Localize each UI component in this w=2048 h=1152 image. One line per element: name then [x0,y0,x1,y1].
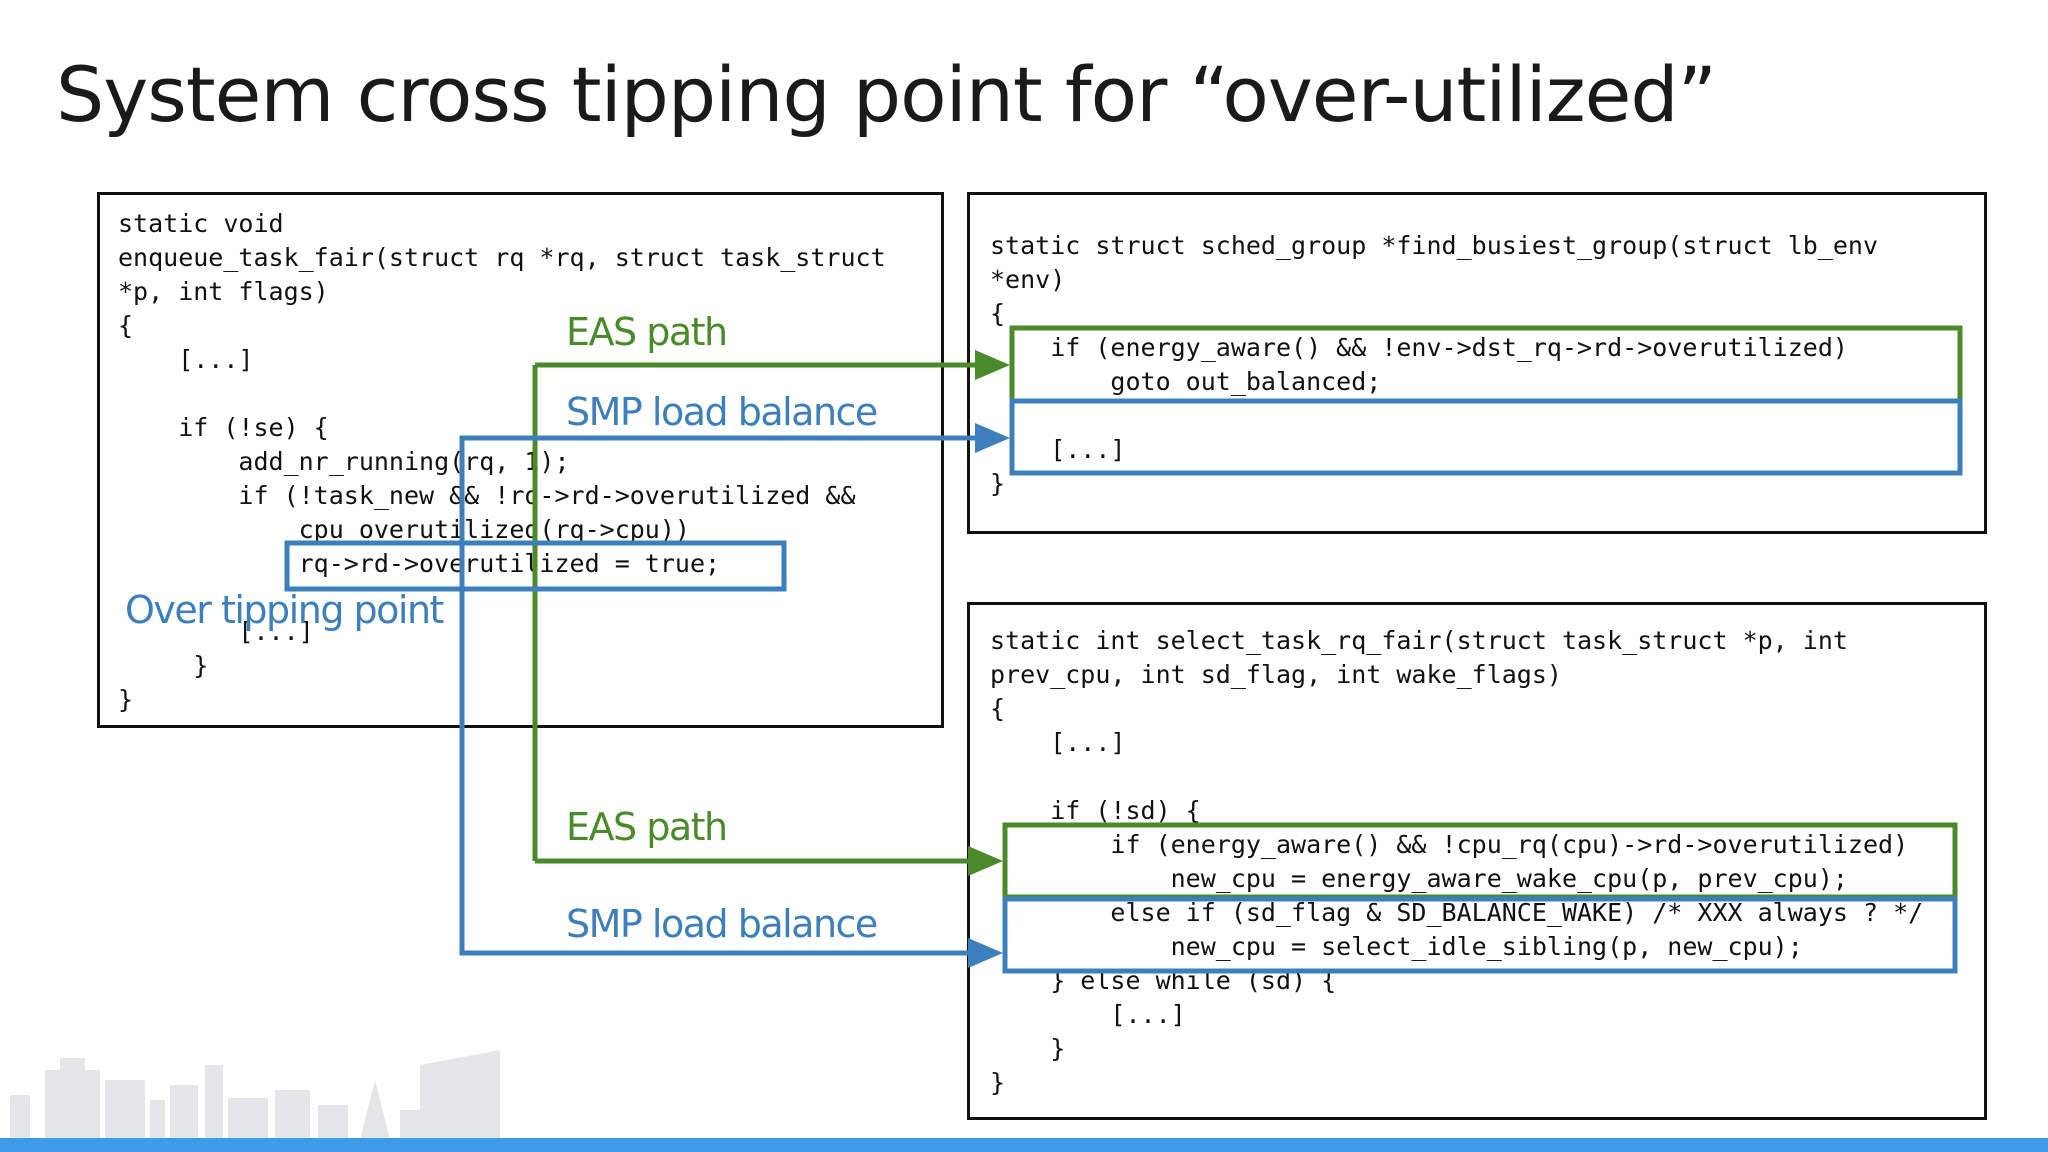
code-line: rq->rd->overutilized = true; [118,549,721,578]
select-task-rq-fair-code-box: static int select_task_rq_fair(struct ta… [967,602,1987,1120]
code-line: cpu_overutilized(rq->cpu)) [118,515,690,544]
code-line: } [990,1068,1006,1097]
code-line: static struct sched_group *find_busiest_… [990,231,1879,260]
over-tipping-point-label: Over tipping point [125,588,444,632]
code-line: { [990,694,1006,723]
footer-accent-bar [0,1138,2048,1152]
code-line: } [990,1034,1066,1063]
enqueue-task-fair-code-box: static void enqueue_task_fair(struct rq *… [97,192,944,728]
smp-load-balance-label-bottom: SMP load balance [566,902,878,946]
code-line: [...] [990,1000,1186,1029]
code-line: new_cpu = select_idle_sibling(p, new_cpu… [990,932,1803,961]
code-line: *env) [990,265,1066,294]
code-line: new_cpu = energy_aware_wake_cpu(p, prev_… [990,864,1848,893]
eas-path-label-top: EAS path [566,310,728,354]
smp-load-balance-label-top: SMP load balance [566,390,878,434]
code-line: [...] [990,728,1126,757]
code-line: else if (sd_flag & SD_BALANCE_WAKE) /* X… [990,898,1924,927]
code-line: goto out_balanced; [990,367,1382,396]
code-line: static void [118,209,284,238]
code-line: [...] [118,345,254,374]
eas-path-label-bottom: EAS path [566,805,728,849]
code-line: enqueue_task_fair(struct rq *rq, struct … [118,243,886,272]
code-line: if (!se) { [118,413,329,442]
code-line: *p, int flags) [118,277,329,306]
code-line: { [990,299,1006,328]
code-line: [...] [118,617,314,646]
code-line: [...] [990,435,1126,464]
slide-title: System cross tipping point for “over-uti… [56,50,1717,139]
code-line: } [118,651,209,680]
code-line: prev_cpu, int sd_flag, int wake_flags) [990,660,1562,689]
code-line: if (energy_aware() && !env->dst_rq->rd->… [990,333,1848,362]
code-line: if (!sd) { [990,796,1201,825]
code-line: if (!task_new && !rq->rd->overutilized &… [118,481,856,510]
code-line: static int select_task_rq_fair(struct ta… [990,626,1848,655]
code-line: if (energy_aware() && !cpu_rq(cpu)->rd->… [990,830,1909,859]
city-skyline-decoration [10,1050,500,1140]
code-line: } else while (sd) { [990,966,1337,995]
find-busiest-group-code-box: static struct sched_group *find_busiest_… [967,192,1987,534]
code-line: } [118,685,134,714]
code-line: } [990,469,1006,498]
code-line: { [118,311,134,340]
code-line: add_nr_running(rq, 1); [118,447,570,476]
